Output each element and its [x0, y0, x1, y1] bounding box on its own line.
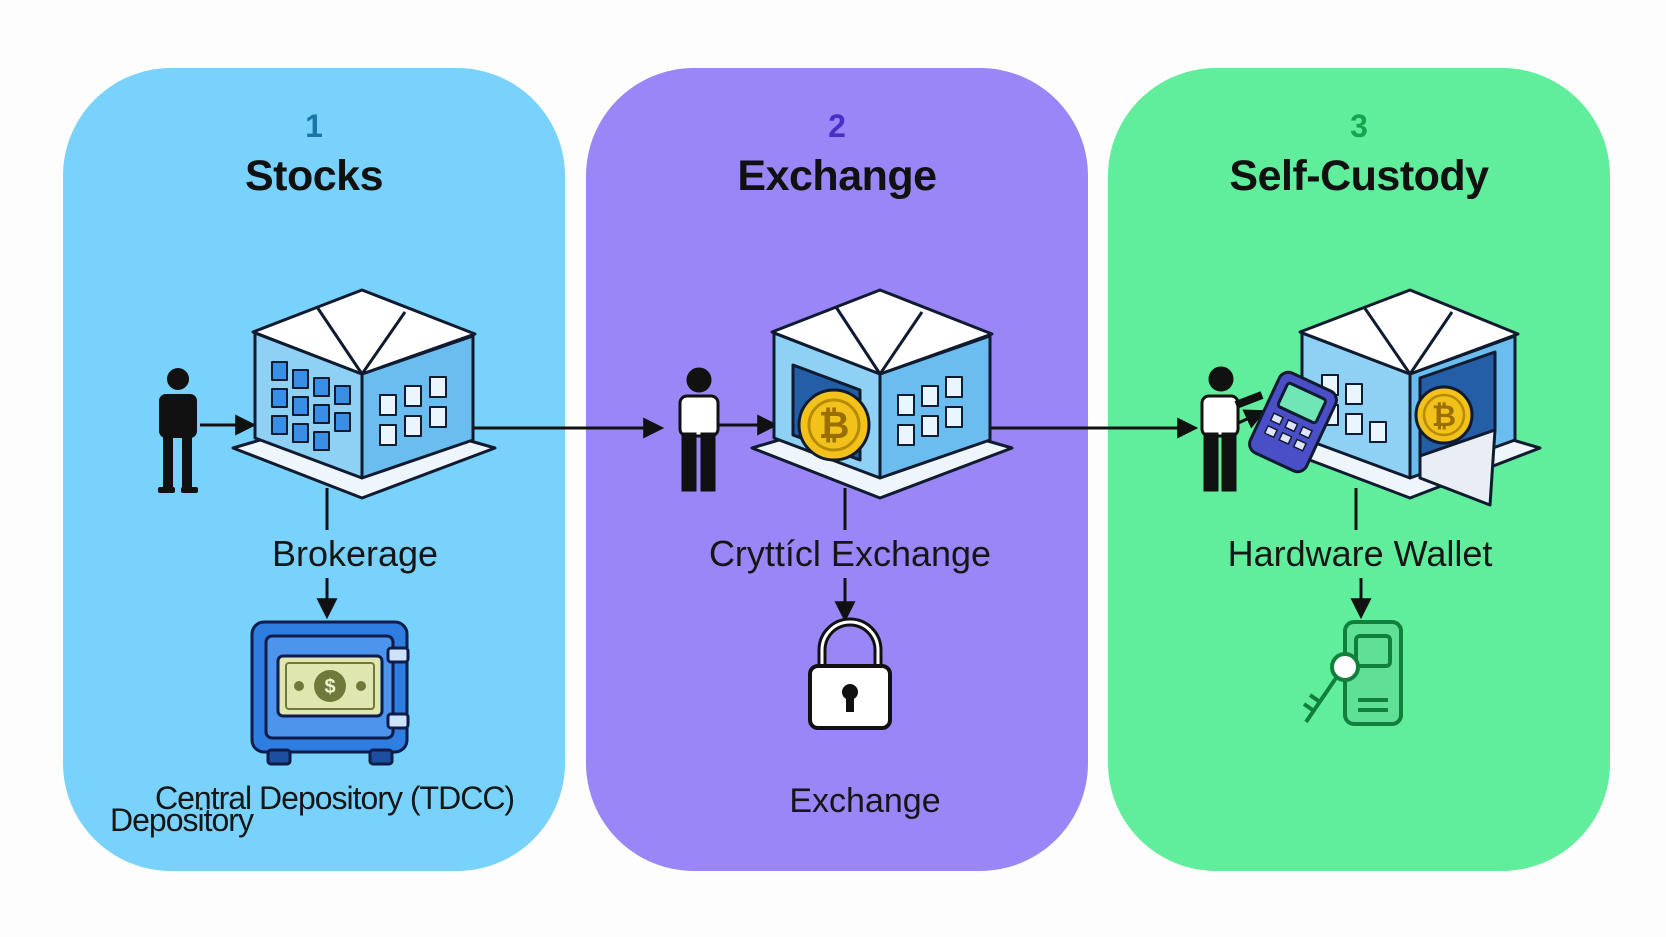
key-icon — [1302, 652, 1360, 724]
bitcoin-coin-icon: ₿ — [1414, 385, 1474, 445]
bitcoin-coin-icon: ₿ — [797, 388, 871, 462]
person-icon — [158, 368, 198, 493]
panel-title-exchange: Exchange — [737, 152, 937, 200]
step-number-1: 1 — [305, 108, 323, 144]
device-icon — [1343, 620, 1403, 726]
building-icon — [231, 288, 497, 500]
building-icon — [750, 288, 1014, 500]
label-exchange: Exchange — [789, 782, 941, 820]
banknote-icon: $ — [276, 654, 384, 718]
label-brokerage: Brokerage — [271, 533, 439, 574]
hardware-wallet-icon — [1248, 370, 1338, 474]
panel-title-self-custody: Self-Custody — [1229, 152, 1489, 200]
label-hardware-wallet: Hardware Wallet — [1227, 533, 1493, 574]
label-crypto-exchange: Cryttícl Exchange — [708, 533, 992, 574]
person-icon — [678, 367, 720, 492]
label-central-depository: Central Depository (TDCC) — [155, 780, 515, 816]
step-number-2: 2 — [828, 108, 846, 144]
step-number-3: 3 — [1350, 108, 1368, 144]
padlock-icon — [808, 617, 892, 730]
svg-text:₿: ₿ — [1432, 400, 1456, 433]
svg-text:$: $ — [324, 676, 335, 698]
person-icon — [1200, 366, 1264, 492]
label-depository: Depository — [110, 802, 254, 838]
connector-arrows — [200, 409, 1372, 623]
svg-text:₿: ₿ — [819, 405, 850, 447]
panel-title-stocks: Stocks — [244, 152, 384, 200]
